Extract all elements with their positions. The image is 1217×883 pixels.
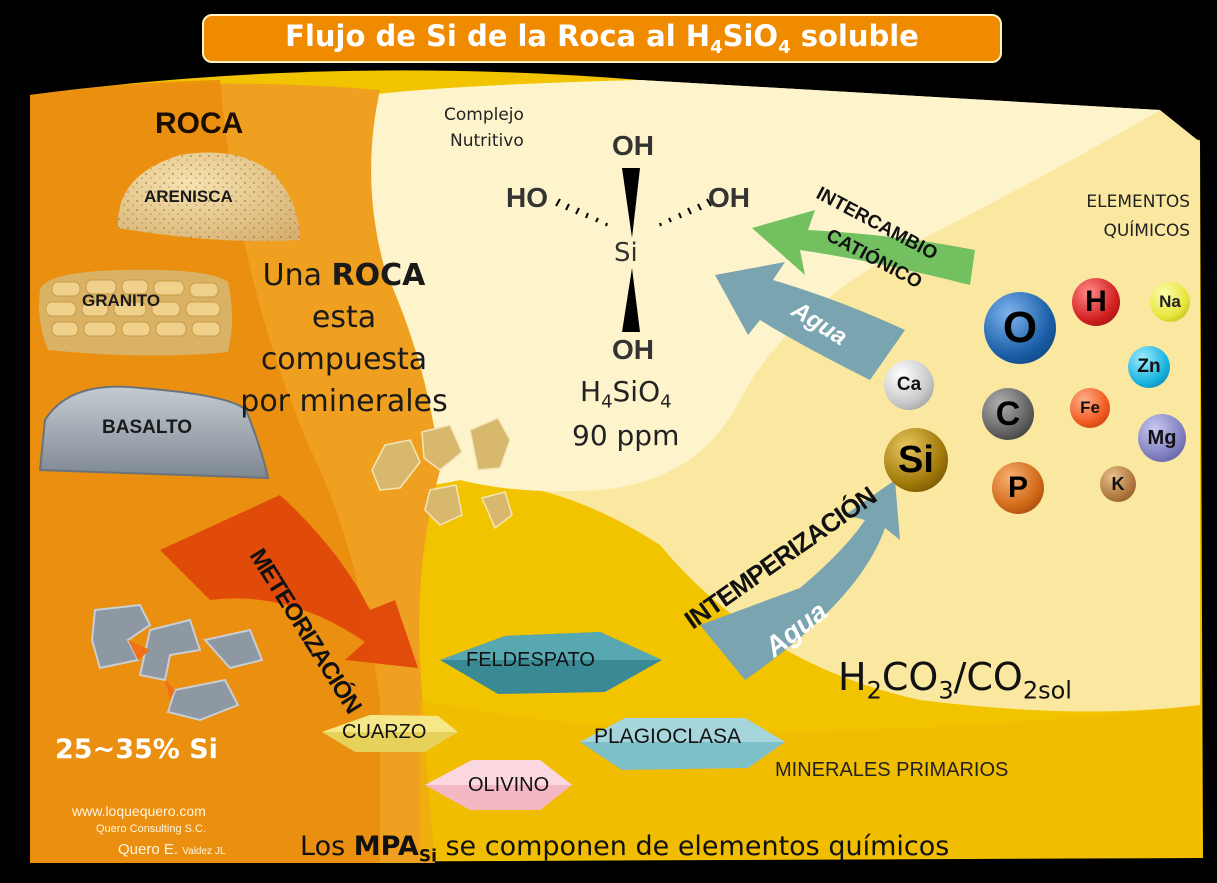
footer-statement: Los MPASi se componen de elementos quími… (300, 831, 950, 867)
element-na: Na (1150, 282, 1190, 322)
element-p: P (992, 462, 1044, 514)
credit-author: Quero E. Valdez JL (118, 841, 226, 858)
rock-statement: Una ROCA esta compuesta por minerales (240, 258, 448, 419)
olivino-label: OLIVINO (468, 774, 550, 796)
silicic-acid-formula: H4SiO4 (580, 375, 672, 413)
element-o: O (984, 292, 1056, 364)
title-banner: Flujo de Si de la Roca al H4SiO4 soluble (202, 14, 1002, 63)
granito-label: GRANITO (82, 291, 161, 310)
elementos-heading: ELEMENTOS QUÍMICOS (1086, 192, 1190, 241)
minerales-primarios-label: MINERALES PRIMARIOS (775, 759, 1009, 781)
basalto-label: BASALTO (102, 417, 193, 438)
complejo-nutritivo-caption: Complejo Nutritivo (444, 105, 524, 151)
ho-left: HO (506, 182, 548, 213)
credit-company: Quero Consulting S.C. (96, 823, 207, 835)
concentration-label: 90 ppm (572, 419, 680, 452)
roca-heading: ROCA (155, 107, 244, 140)
silicic-acid-hash-right (659, 198, 712, 227)
silicic-acid-bonds (622, 168, 640, 332)
arenisca-label: ARENISCA (144, 187, 233, 206)
element-mg: Mg (1138, 414, 1186, 462)
plagioclasa-label: PLAGIOCLASA (594, 725, 742, 748)
granito-rock-shape (39, 269, 232, 356)
mineral-shapes (322, 632, 785, 810)
element-fe: Fe (1070, 388, 1110, 428)
carbonic-acid-formula: H2CO3/CO2sol (838, 655, 1072, 705)
crumbling-rock-pieces (371, 417, 513, 530)
basalto-rock-shape (38, 385, 270, 480)
credit-site: www.loquequero.com (72, 803, 206, 819)
title-text: Flujo de Si de la Roca al H4SiO4 soluble (285, 19, 919, 58)
oh-right: OH (708, 182, 750, 213)
oh-top: OH (612, 130, 654, 161)
oh-bottom: OH (612, 334, 654, 365)
element-c: C (982, 388, 1034, 440)
element-zn: Zn (1128, 346, 1170, 388)
agua-arrow-upper (715, 262, 905, 380)
element-h: H (1072, 278, 1120, 326)
intercambio-arrow (752, 210, 975, 285)
si-percent-label: 25~35% Si (55, 734, 218, 765)
broken-rock-fragments (90, 603, 264, 722)
si-center: Si (614, 238, 638, 268)
agua-arrow-lower (700, 480, 900, 680)
cuarzo-label: CUARZO (342, 721, 427, 743)
element-si: Si (884, 428, 948, 492)
element-k: K (1100, 466, 1136, 502)
silicic-acid-hash-left (555, 198, 608, 227)
element-ca: Ca (884, 360, 934, 410)
meteorizacion-arrow (160, 495, 418, 668)
feldespato-label: FELDESPATO (466, 649, 595, 671)
